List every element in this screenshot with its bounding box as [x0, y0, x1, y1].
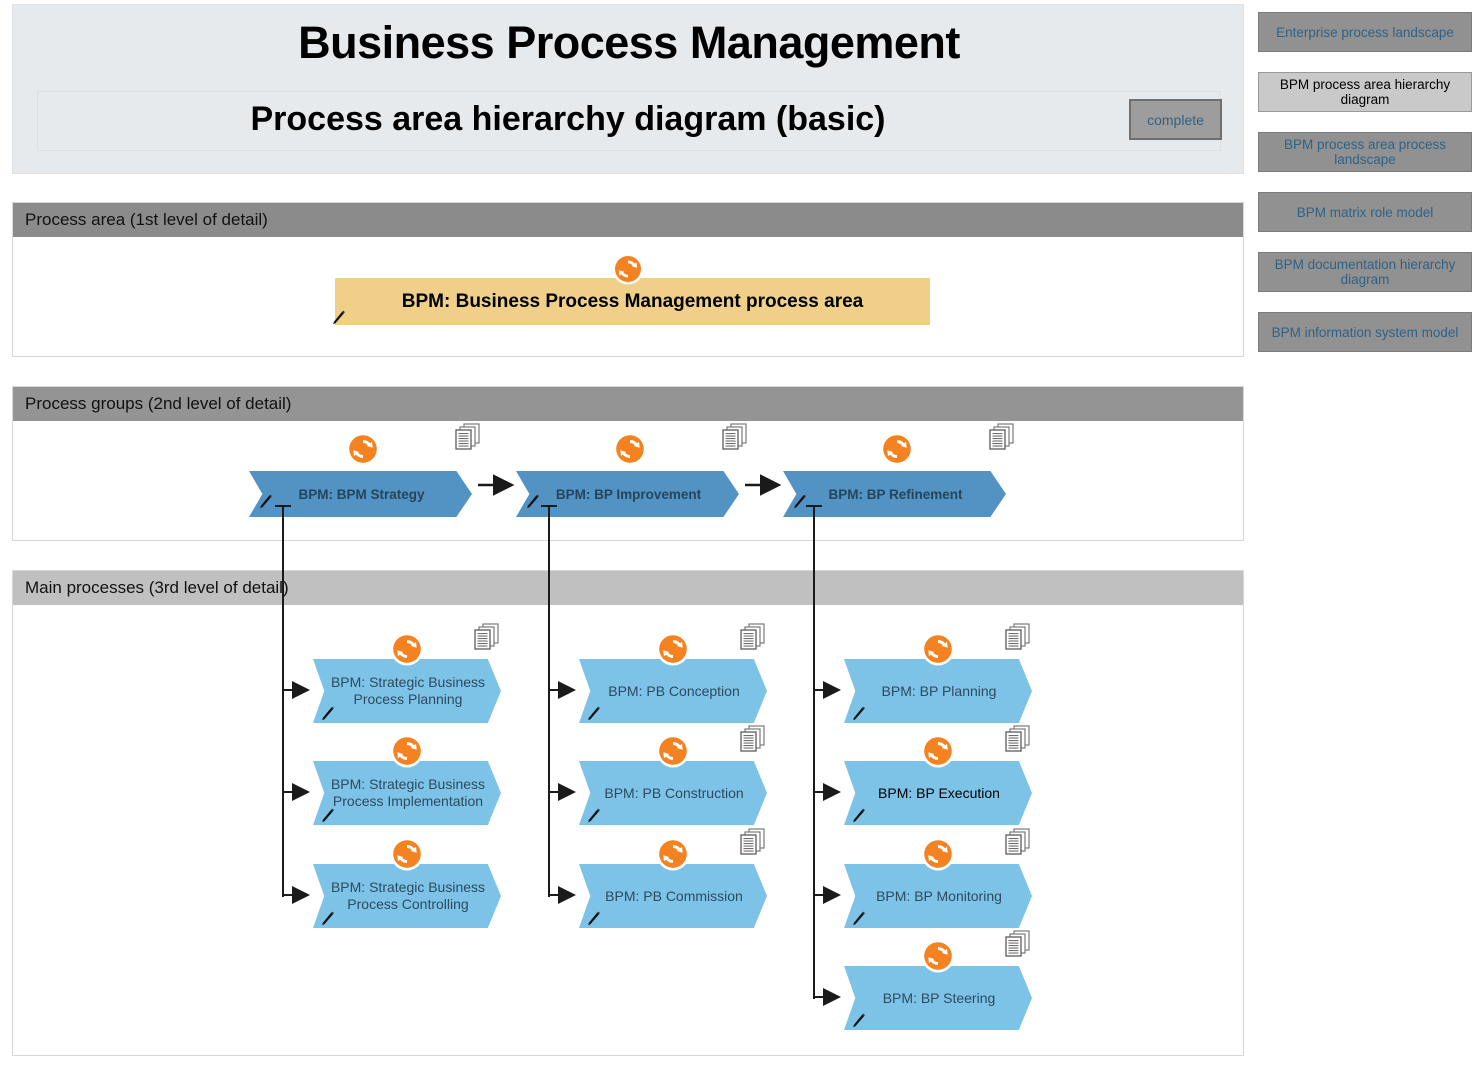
- sync-refresh-icon[interactable]: [346, 432, 380, 466]
- main-process-label: BPM: BP Planning: [881, 682, 997, 699]
- pencil-edit-icon[interactable]: [851, 706, 867, 722]
- nav-item-bpm-matrix-role-model[interactable]: BPM matrix role model: [1258, 192, 1472, 232]
- pencil-edit-icon[interactable]: [320, 911, 336, 927]
- document-stack-icon[interactable]: [1003, 827, 1033, 857]
- sync-refresh-icon[interactable]: [921, 837, 955, 871]
- page-title: Business Process Management: [298, 17, 960, 68]
- main-process-label: BPM: Strategic Business Process Implemen…: [330, 776, 486, 809]
- document-stack-icon[interactable]: [453, 422, 483, 452]
- main-process-strategic-business-process-implementation[interactable]: BPM: Strategic Business Process Implemen…: [313, 761, 501, 825]
- sync-refresh-icon[interactable]: [612, 253, 644, 285]
- main-process-strategic-business-process-planning[interactable]: BPM: Strategic Business Process Planning: [313, 659, 501, 723]
- document-stack-icon[interactable]: [1003, 622, 1033, 652]
- status-badge-complete[interactable]: complete: [1129, 99, 1222, 140]
- main-process-pb-construction[interactable]: BPM: PB Construction: [579, 761, 767, 825]
- main-process-bp-planning[interactable]: BPM: BP Planning: [844, 659, 1032, 723]
- diagram-subtitle: Process area hierarchy diagram (basic): [250, 100, 886, 138]
- document-stack-icon[interactable]: [720, 422, 750, 452]
- main-process-bp-steering[interactable]: BPM: BP Steering: [844, 966, 1032, 1030]
- sync-refresh-icon[interactable]: [656, 837, 690, 871]
- pencil-edit-icon[interactable]: [258, 494, 274, 510]
- sync-refresh-icon[interactable]: [390, 632, 424, 666]
- nav-item-bpm-process-area-hierarchy-diagram[interactable]: BPM process area hierarchy diagram: [1258, 72, 1472, 112]
- document-stack-icon[interactable]: [1003, 724, 1033, 754]
- main-process-pb-conception[interactable]: BPM: PB Conception: [579, 659, 767, 723]
- sync-refresh-icon[interactable]: [613, 432, 647, 466]
- main-process-strategic-business-process-controlling[interactable]: BPM: Strategic Business Process Controll…: [313, 864, 501, 928]
- pencil-edit-icon[interactable]: [586, 706, 602, 722]
- page-header: Business Process Management Process area…: [12, 4, 1244, 174]
- pencil-edit-icon[interactable]: [851, 1013, 867, 1029]
- pencil-edit-icon[interactable]: [586, 808, 602, 824]
- pencil-edit-icon[interactable]: [525, 494, 541, 510]
- sync-refresh-icon[interactable]: [656, 632, 690, 666]
- section-band-level3: Main processes (3rd level of detail): [13, 571, 1243, 605]
- section-process-groups: Process groups (2nd level of detail) BPM…: [12, 386, 1244, 541]
- document-stack-icon[interactable]: [738, 827, 768, 857]
- sync-refresh-icon[interactable]: [921, 632, 955, 666]
- process-group-bp-improvement[interactable]: BPM: BP Improvement: [516, 471, 739, 517]
- main-process-label: BPM: BP Execution: [878, 784, 1000, 801]
- nav-item-bpm-process-area-process-landscape[interactable]: BPM process area process landscape: [1258, 132, 1472, 172]
- sync-refresh-icon[interactable]: [656, 734, 690, 768]
- process-group-label: BPM: BPM Strategy: [298, 486, 425, 502]
- main-process-label: BPM: PB Commission: [605, 887, 743, 904]
- subtitle-frame: Process area hierarchy diagram (basic) c…: [37, 91, 1222, 151]
- process-group-bpm-strategy[interactable]: BPM: BPM Strategy: [249, 471, 472, 517]
- process-area-label: BPM: Business Process Management process…: [401, 290, 864, 312]
- pencil-edit-icon[interactable]: [851, 911, 867, 927]
- main-process-label: BPM: Strategic Business Process Planning: [330, 674, 486, 707]
- sync-refresh-icon[interactable]: [921, 734, 955, 768]
- pencil-edit-icon[interactable]: [320, 706, 336, 722]
- nav-item-bpm-documentation-hierarchy-diagram[interactable]: BPM documentation hierarchy diagram: [1258, 252, 1472, 292]
- main-process-label: BPM: BP Steering: [882, 989, 996, 1006]
- main-process-bp-execution[interactable]: BPM: BP Execution: [844, 761, 1032, 825]
- document-stack-icon[interactable]: [738, 622, 768, 652]
- document-stack-icon[interactable]: [472, 622, 502, 652]
- main-process-label: BPM: PB Construction: [604, 784, 744, 801]
- pencil-edit-icon[interactable]: [320, 808, 336, 824]
- pencil-edit-icon[interactable]: [792, 494, 808, 510]
- section-main-processes: Main processes (3rd level of detail) BPM…: [12, 570, 1244, 1056]
- sync-refresh-icon[interactable]: [390, 837, 424, 871]
- sync-refresh-icon[interactable]: [390, 734, 424, 768]
- main-process-label: BPM: BP Monitoring: [876, 887, 1002, 904]
- main-process-label: BPM: Strategic Business Process Controll…: [330, 879, 486, 912]
- sync-refresh-icon[interactable]: [880, 432, 914, 466]
- main-process-label: BPM: PB Conception: [608, 682, 740, 699]
- process-area-box[interactable]: BPM: Business Process Management process…: [335, 278, 930, 325]
- diagram-nav-list: Enterprise process landscape BPM process…: [1258, 12, 1472, 372]
- sync-refresh-icon[interactable]: [921, 939, 955, 973]
- process-group-label: BPM: BP Refinement: [828, 486, 963, 502]
- document-stack-icon[interactable]: [738, 724, 768, 754]
- document-stack-icon[interactable]: [1003, 929, 1033, 959]
- document-stack-icon[interactable]: [987, 422, 1017, 452]
- main-process-pb-commission[interactable]: BPM: PB Commission: [579, 864, 767, 928]
- pencil-edit-icon[interactable]: [851, 808, 867, 824]
- pencil-edit-icon[interactable]: [331, 310, 347, 326]
- section-band-level2: Process groups (2nd level of detail): [13, 387, 1243, 421]
- nav-item-enterprise-process-landscape[interactable]: Enterprise process landscape: [1258, 12, 1472, 52]
- section-process-area: Process area (1st level of detail) BPM: …: [12, 202, 1244, 357]
- nav-item-bpm-information-system-model[interactable]: BPM information system model: [1258, 312, 1472, 352]
- section-band-level1: Process area (1st level of detail): [13, 203, 1243, 237]
- pencil-edit-icon[interactable]: [586, 911, 602, 927]
- process-group-bp-refinement[interactable]: BPM: BP Refinement: [783, 471, 1006, 517]
- process-group-label: BPM: BP Improvement: [555, 486, 702, 502]
- main-process-bp-monitoring[interactable]: BPM: BP Monitoring: [844, 864, 1032, 928]
